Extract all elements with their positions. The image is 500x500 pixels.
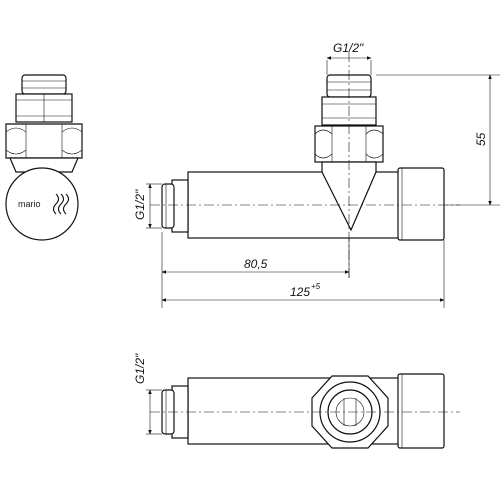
dim-g-top-label: G1/2"	[333, 41, 364, 55]
dim-g-left-top-label: G1/2"	[133, 189, 147, 220]
dim-80: 80,5	[161, 232, 350, 308]
dim-g-left-bottom: G1/2"	[133, 353, 162, 435]
front-view	[150, 52, 460, 280]
mario-logo-icon	[52, 193, 70, 215]
dim-125: 125 +5	[161, 240, 445, 308]
dim-125-tolerance: +5	[311, 282, 321, 291]
side-view: mario	[5, 74, 83, 241]
dim-g-left-bottom-label: G1/2"	[133, 353, 147, 384]
dim-55: 55	[376, 74, 500, 206]
dim-80-label: 80,5	[244, 257, 268, 271]
dim-125-label: 125	[290, 285, 310, 299]
logo-text: mario	[18, 199, 41, 209]
dim-g-left-top: G1/2"	[133, 183, 162, 229]
dim-55-label: 55	[474, 132, 488, 146]
dim-g-top: G1/2"	[326, 41, 372, 75]
bottom-view	[150, 373, 460, 449]
